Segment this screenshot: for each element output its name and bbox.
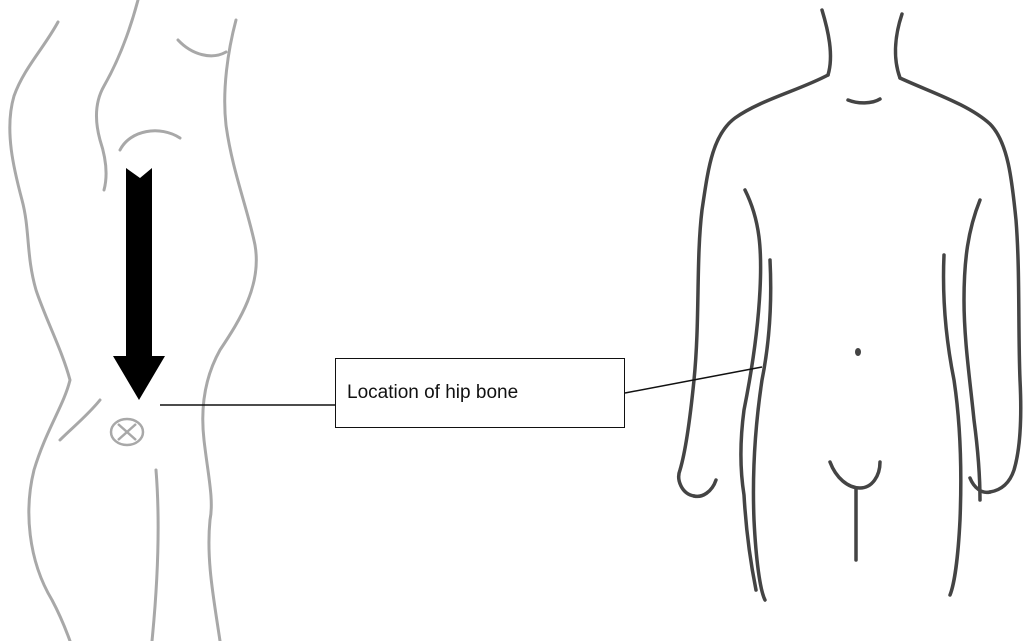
front-figure-left-hand: [694, 480, 716, 496]
hip-bone-callout: Location of hip bone: [335, 358, 625, 428]
side-figure-hip-curve: [60, 400, 100, 440]
front-figure-right-torso-side: [943, 255, 960, 595]
front-figure-left-inner-arm: [741, 190, 761, 590]
front-figure-crotch: [830, 462, 880, 488]
front-figure-neck-left: [822, 10, 830, 75]
front-figure-left-shoulder-arm: [679, 75, 828, 496]
front-figure-navel: [855, 348, 861, 356]
side-figure-thigh-line: [152, 470, 158, 641]
front-figure-right-inner-arm: [964, 200, 980, 500]
side-figure-arm-contour: [97, 0, 138, 190]
side-figure-fold-curve: [120, 131, 180, 150]
front-view-figure: [679, 10, 1021, 600]
side-figure-front-outline: [203, 20, 257, 641]
down-arrow-icon: [113, 168, 165, 400]
front-figure-collar: [848, 99, 880, 103]
front-figure-neck-right: [896, 14, 902, 78]
side-figure-back-outline: [10, 22, 70, 641]
circled-x-icon: [111, 419, 143, 445]
side-figure-armpit-curve: [178, 40, 226, 56]
callout-label: Location of hip bone: [347, 382, 518, 404]
front-figure-left-torso-side: [753, 260, 770, 600]
